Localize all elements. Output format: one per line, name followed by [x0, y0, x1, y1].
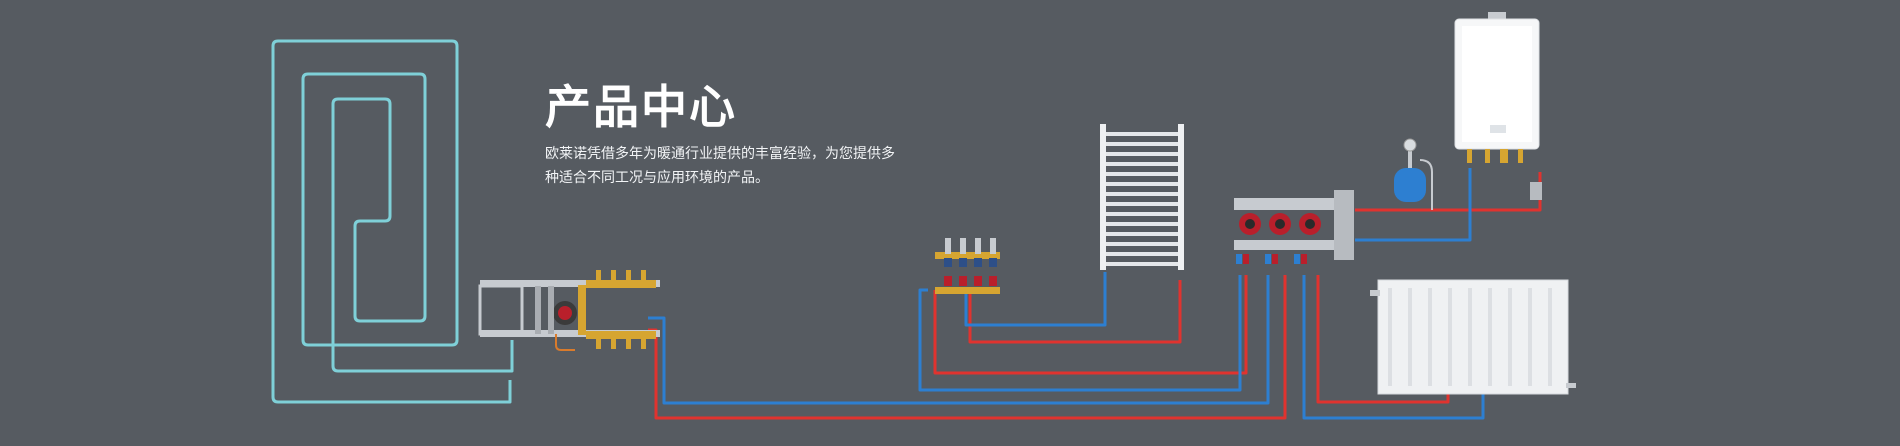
expansion-vessel-icon	[1394, 138, 1433, 210]
panel-radiator-icon	[1370, 279, 1576, 395]
pump-station-icon	[1234, 190, 1354, 264]
hero-text-block: 产品中心 欧莱诺凭借多年为暖通行业提供的丰富经验，为您提供多种适合不同工况与应用…	[545, 78, 905, 190]
towel-radiator-icon	[1100, 124, 1184, 270]
return-pipes	[648, 168, 1485, 420]
page-title: 产品中心	[545, 80, 737, 134]
floor-heating-manifold-icon	[478, 270, 660, 351]
floor-heating-coil-icon	[271, 39, 514, 404]
page-description: 欧莱诺凭借多年为暖通行业提供的丰富经验，为您提供多种适合不同工况与应用环境的产品…	[545, 146, 895, 186]
wall-boiler-icon	[1454, 12, 1542, 200]
small-manifold-icon	[935, 238, 1000, 294]
